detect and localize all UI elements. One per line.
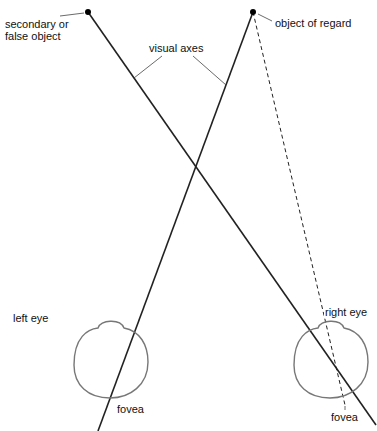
object-dot [85, 9, 91, 15]
leader-line [345, 406, 346, 410]
dashed-line [253, 12, 345, 405]
leader-line [134, 56, 162, 78]
axis-label: visual axes [148, 42, 204, 54]
eye-label: right eye [324, 306, 368, 318]
visual-axis [98, 12, 253, 431]
object-label: object of regard [274, 17, 352, 29]
fovea-label: fovea [116, 403, 145, 415]
leader-line [193, 56, 226, 85]
leader-line [258, 14, 272, 21]
object-dot [250, 9, 256, 15]
fovea-label: fovea [330, 411, 359, 423]
object-label: secondary or false object [4, 18, 76, 42]
right-eye-outline [294, 321, 368, 398]
eye-label: left eye [12, 312, 49, 324]
leader-line [60, 13, 84, 16]
left-eye-outline [74, 321, 148, 398]
visual-axis [88, 12, 376, 425]
